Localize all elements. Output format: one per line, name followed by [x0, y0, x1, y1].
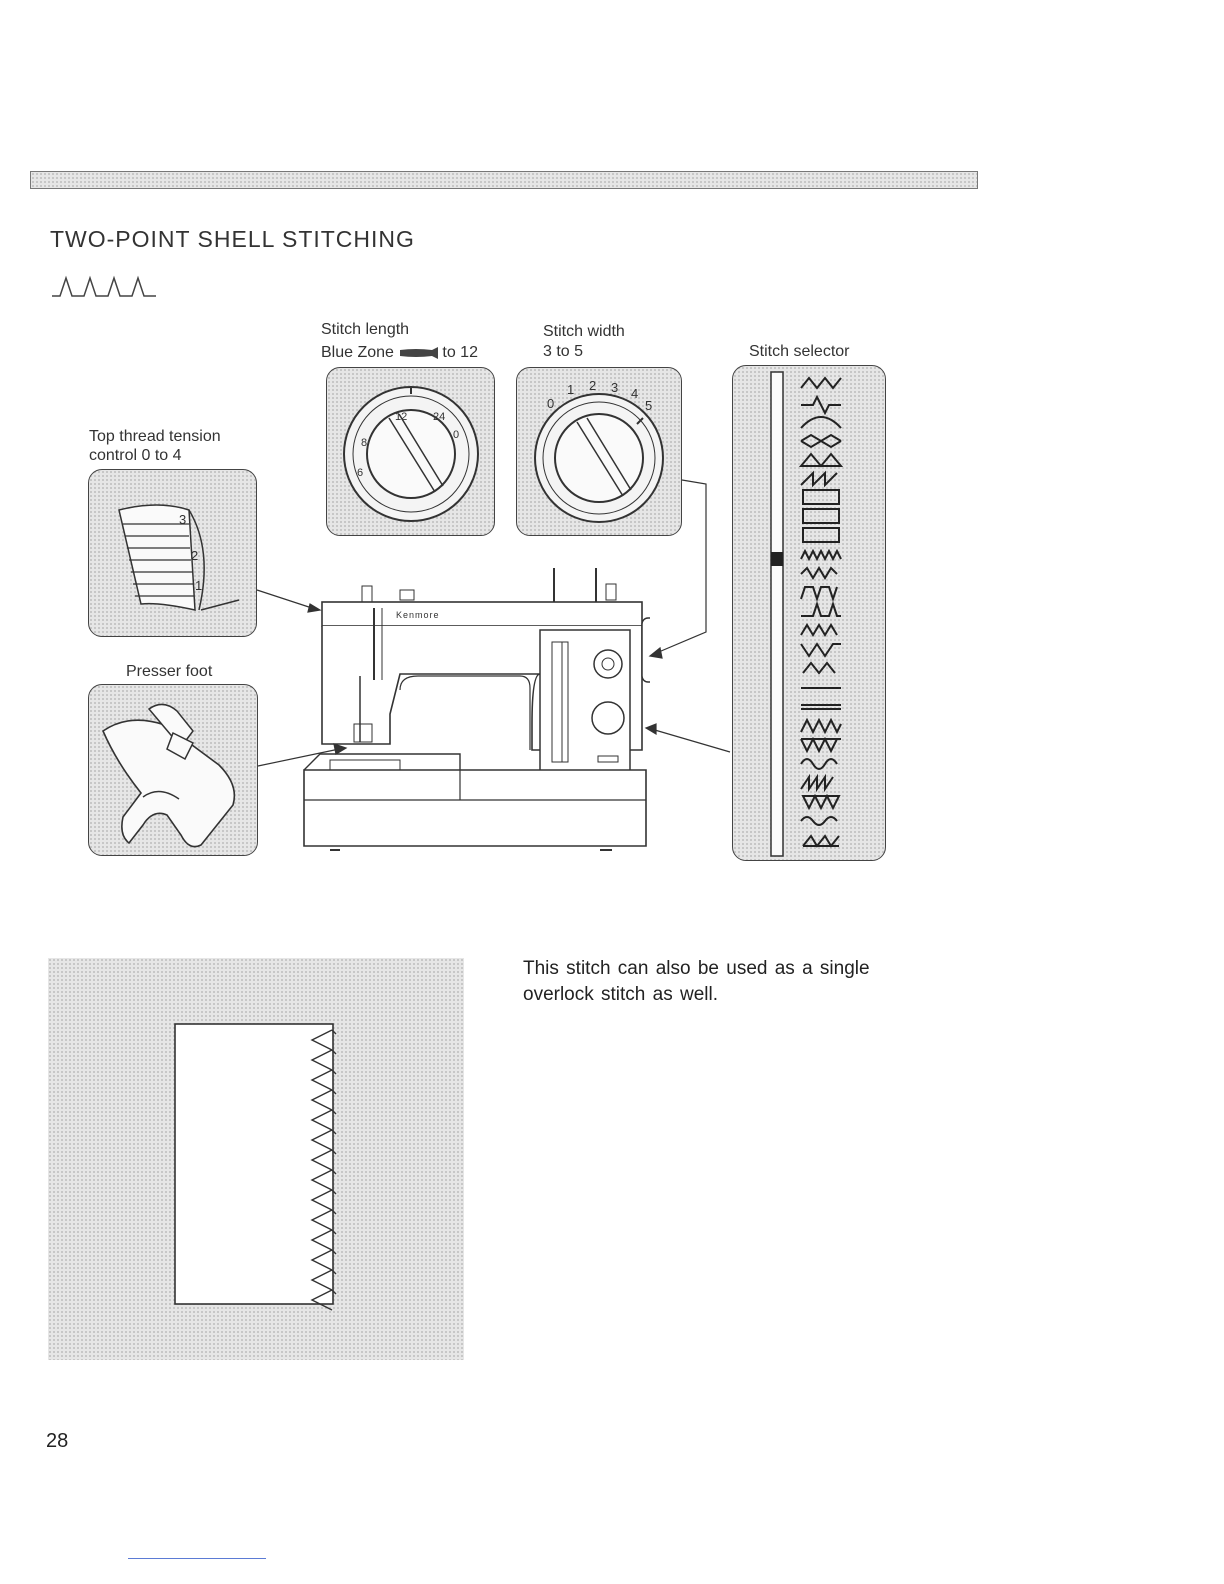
- tension-dial: 3 2 1: [89, 470, 256, 636]
- tension-mark-2: 2: [191, 548, 198, 563]
- stitch-pattern-icon: [801, 777, 833, 789]
- presser-foot-panel: [88, 684, 258, 856]
- tension-label-line1: Top thread tension: [89, 427, 221, 447]
- stitch-width-dial-panel: 0 1 2 3 4 5: [516, 367, 682, 536]
- width-mark-0: 0: [547, 396, 554, 411]
- page-number: 28: [46, 1430, 68, 1453]
- blue-zone-icon: [398, 346, 442, 360]
- sewing-machine-illustration: Kenmore: [300, 564, 650, 854]
- length-mark-0: 0: [453, 429, 459, 441]
- stitch-selector-strip: [733, 366, 885, 860]
- stitch-pattern-icon: [803, 490, 839, 504]
- length-mark-8: 8: [361, 437, 367, 449]
- stitch-length-value: Blue Zone to 12: [321, 343, 478, 363]
- tension-control-panel: 3 2 1: [88, 469, 257, 637]
- stitch-pattern-icon: [801, 644, 841, 656]
- length-mark-24: 24: [433, 411, 445, 423]
- footer-rule: [128, 1558, 266, 1559]
- stitch-pattern-icon: [803, 528, 839, 542]
- stitch-width-value: 3 to 5: [543, 342, 583, 362]
- tension-mark-1: 1: [195, 578, 202, 593]
- stitch-pattern-icon: [801, 720, 841, 732]
- stitch-pattern-icon: [801, 587, 837, 599]
- stitch-width-label: Stitch width: [543, 322, 625, 342]
- presser-foot-illustration: [89, 685, 257, 855]
- stitch-selector-panel: [732, 365, 886, 861]
- presser-foot-label: Presser foot: [126, 662, 212, 682]
- stitch-pattern-icon: [803, 836, 839, 846]
- stitch-pattern-icon: [803, 796, 839, 808]
- stitch-selector-label: Stitch selector: [749, 342, 849, 362]
- fabric-sample-illustration: [48, 958, 464, 1360]
- body-paragraph: This stitch can also be used as a single…: [523, 956, 923, 1008]
- fabric-sample-panel: [48, 958, 464, 1360]
- machine-brand-label: Kenmore: [396, 610, 440, 620]
- stitch-pattern-icon: [801, 568, 837, 578]
- stitch-pattern-icon: [801, 759, 837, 769]
- stitch-width-dial: 0 1 2 3 4 5: [517, 368, 681, 535]
- stitch-pattern-icon: [801, 705, 841, 709]
- two-point-shell-stitch-icon: [50, 272, 160, 300]
- stitch-pattern-icon: [801, 604, 841, 616]
- width-mark-4: 4: [631, 386, 638, 401]
- length-mark-6: 6: [357, 467, 363, 479]
- stitch-pattern-icon: [801, 739, 841, 751]
- header-rule-bar: [30, 171, 978, 189]
- stitch-pattern-icon: [801, 378, 841, 388]
- stitch-length-dial: 12 24 0 8 6: [327, 368, 494, 535]
- stitch-pattern-icon: [801, 625, 837, 635]
- page-title: TWO-POINT SHELL STITCHING: [50, 226, 415, 253]
- stitch-length-label: Stitch length: [321, 320, 409, 340]
- stitch-pattern-icon: [801, 397, 841, 413]
- stitch-pattern-icon: [803, 663, 835, 673]
- stitch-length-dial-panel: 12 24 0 8 6: [326, 367, 495, 536]
- stitch-pattern-icon: [803, 509, 839, 523]
- stitch-length-prefix: Blue Zone: [321, 344, 394, 361]
- length-mark-12: 12: [395, 411, 407, 423]
- width-mark-1: 1: [567, 382, 574, 397]
- width-mark-5: 5: [645, 398, 652, 413]
- stitch-pattern-icon: [801, 454, 841, 466]
- stitch-pattern-icon: [801, 435, 841, 447]
- stitch-pattern-icon: [801, 417, 841, 428]
- stitch-length-suffix: to 12: [442, 344, 478, 361]
- tension-label-line2: control 0 to 4: [89, 446, 182, 466]
- width-mark-3: 3: [611, 380, 618, 395]
- width-mark-2: 2: [589, 378, 596, 393]
- stitch-pattern-icon: [801, 817, 837, 825]
- stitch-pattern-icon: [801, 473, 837, 485]
- tension-mark-3: 3: [179, 512, 186, 527]
- stitch-pattern-icon: [801, 551, 841, 559]
